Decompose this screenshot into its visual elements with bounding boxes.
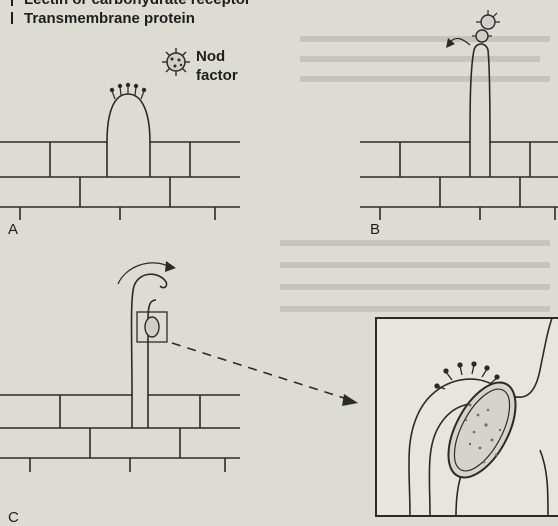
zoom-dashed-arrow <box>172 343 350 400</box>
zoom-arrowhead <box>342 394 358 406</box>
nod-factor-label-line2: factor <box>196 67 238 84</box>
panel-c-root-hair <box>0 261 240 472</box>
panel-a-root-hair <box>0 83 240 220</box>
panel-c-rhizobium-icon <box>145 317 159 337</box>
inset-magnified-view <box>376 318 558 516</box>
panel-a-receptors <box>110 83 145 99</box>
panel-c-curl-arrow <box>118 263 168 284</box>
legend: Lectin or carbohydrate receptor Transmem… <box>12 0 251 27</box>
panel-c-arrowhead <box>165 261 176 272</box>
panel-b-label: B <box>370 221 380 238</box>
nod-factor-icon <box>162 48 190 76</box>
panel-c-label: C <box>8 509 19 526</box>
panel-a-label: A <box>8 221 18 238</box>
legend-receptor-label: Lectin or carbohydrate receptor <box>24 0 251 8</box>
legend-transmembrane-label: Transmembrane protein <box>24 10 195 27</box>
nod-factor-label-line1: Nod <box>196 48 225 65</box>
